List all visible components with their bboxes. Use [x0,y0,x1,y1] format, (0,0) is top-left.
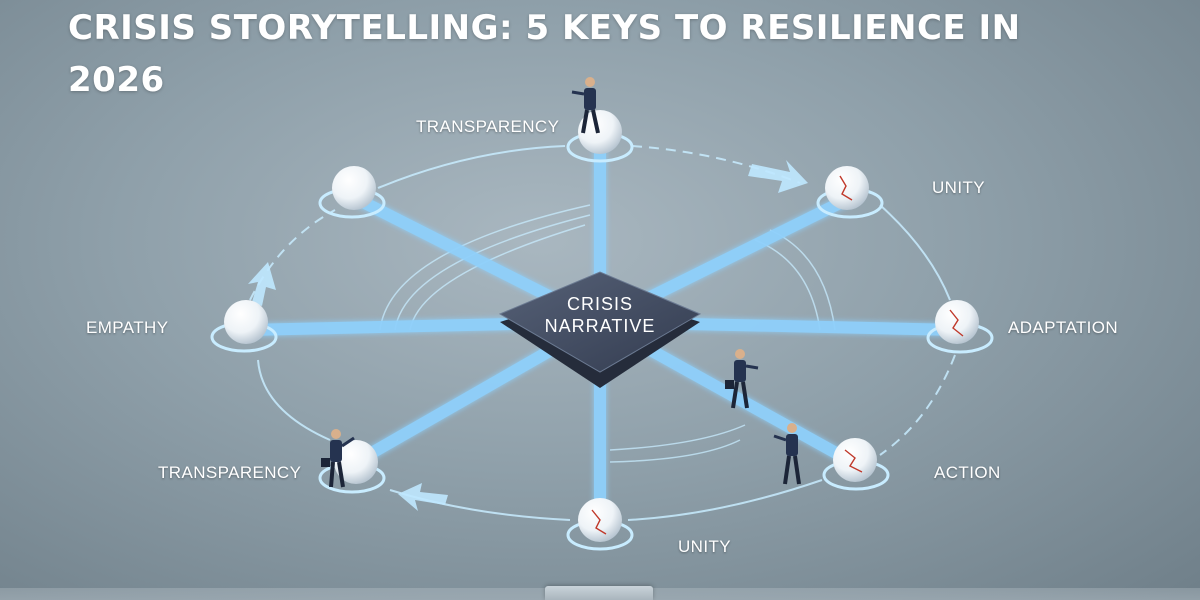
label-bottom-right: ACTION [934,463,1001,482]
node-top [566,110,634,163]
arc-top-right-to-right [879,204,951,301]
figure-center-right [725,349,759,409]
label-right: ADAPTATION [1008,318,1119,337]
inner-arcs [379,204,836,463]
outer-loop [249,145,956,521]
arc-bottom-left-to-left [257,359,331,441]
arc-bottom-right-to-bottom [627,479,823,521]
figure-bottom-left [321,429,355,488]
label-top-right: UNITY [932,178,985,197]
node-top-right [816,166,884,219]
node-bottom [566,498,634,551]
arc-top-left-to-top [377,145,566,189]
node-bottom-left [318,440,386,494]
arc-top-to-top-right [631,145,801,184]
page-title: CRISIS STORYTELLING: 5 KEYS TO RESILIENC… [68,8,1021,100]
node-right [926,300,994,354]
arc-left-to-top-left [249,209,336,301]
central-hub [498,271,702,388]
arrow-left-up [248,262,276,306]
arc-right-to-bottom-right [879,354,956,456]
arrow-bottom-left [398,483,448,511]
arrow-top-right [748,160,808,193]
node-left [210,300,278,353]
hub-label-line2: NARRATIVE [545,316,656,336]
flow-arrows [248,160,808,511]
footer-plate [545,586,653,600]
hub-label-line1: CRISIS [567,294,633,314]
node-top-left [318,166,386,219]
figure-top [571,77,600,134]
label-bottom: UNITY [678,537,731,556]
figure-bottom-right [773,423,801,485]
label-left: EMPATHY [86,318,169,337]
label-top: TRANSPARENCY [416,117,560,136]
label-bottom-left: TRANSPARENCY [158,463,302,482]
node-bottom-right [822,438,890,491]
